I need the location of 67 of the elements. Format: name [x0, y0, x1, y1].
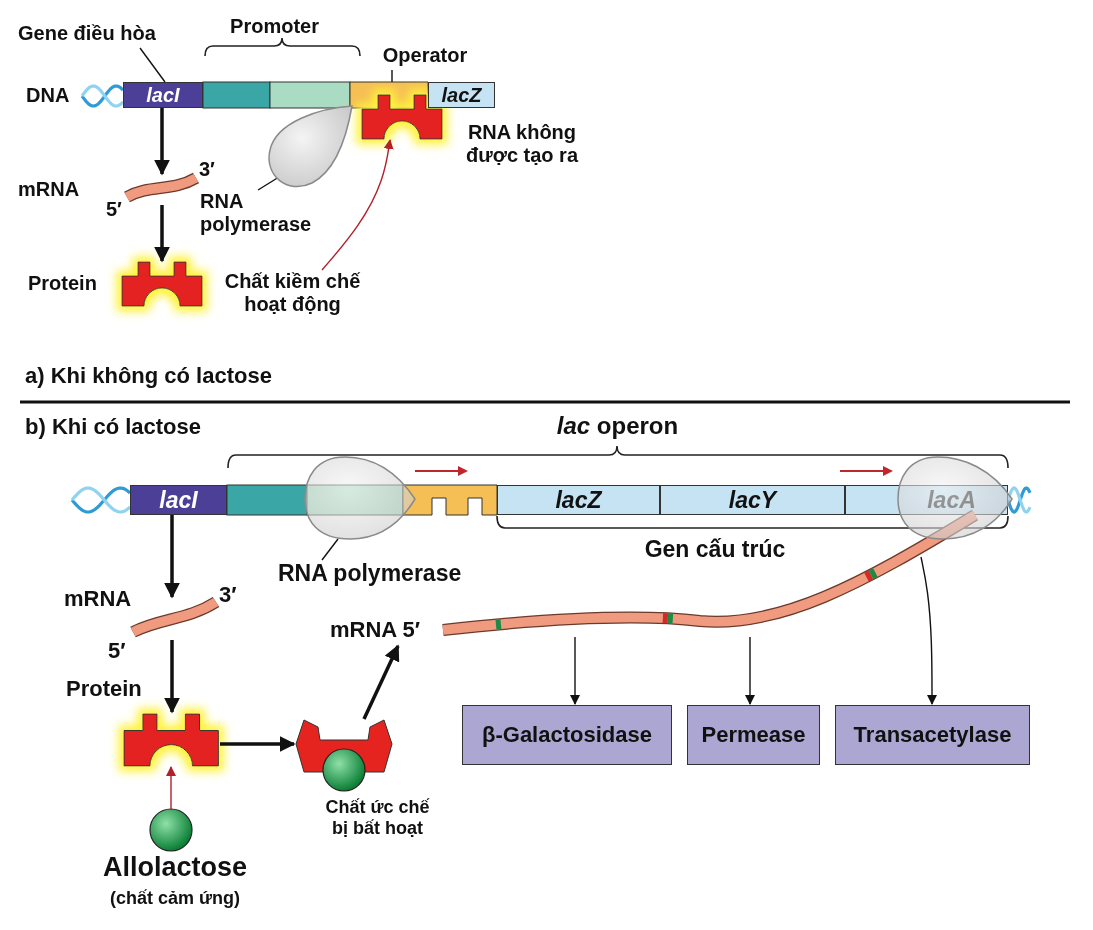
bracket-label: Promoter	[229, 15, 320, 38]
leader-line	[321, 538, 339, 561]
arrow	[920, 556, 937, 705]
end-label: 3′	[199, 158, 216, 181]
gene-name: lacI	[146, 83, 180, 107]
end-label: 5′	[108, 638, 127, 664]
panel-title: a) Khi không có lactose	[25, 363, 273, 389]
arrow	[154, 205, 170, 263]
repressor-protein	[123, 713, 219, 767]
molecule-label: mRNA	[64, 586, 133, 612]
arrow	[166, 766, 176, 810]
molecule-label: Chất ức chế bị bất hoạt	[324, 797, 431, 839]
promoter-segment	[269, 81, 351, 109]
molecule-note: (chất cảm ứng)	[108, 888, 242, 909]
arrow	[154, 108, 170, 176]
molecule-label: mRNA	[18, 178, 81, 201]
end-label: 3′	[219, 582, 238, 608]
operator-segment	[402, 484, 498, 516]
protein-box: Transacetylase	[835, 705, 1030, 765]
inactive-repressor-drawing	[295, 719, 393, 792]
arrow	[220, 736, 296, 752]
allolactose-molecule	[149, 808, 193, 852]
arrow	[570, 636, 580, 705]
leader-line	[139, 47, 166, 83]
gene-segment	[845, 485, 1008, 515]
molecule-label: Protein	[28, 272, 98, 295]
promoter-segment	[202, 81, 271, 109]
bracket-label: Gen cấu trúc	[643, 536, 787, 563]
gene-segment	[660, 485, 845, 515]
callout-text: Operator	[372, 44, 478, 70]
callout-text: RNA polymerase	[278, 560, 498, 592]
molecule-label: Protein	[66, 676, 143, 702]
arrow	[164, 640, 180, 714]
rna-polymerase-blob	[897, 456, 1013, 540]
leader-line	[391, 69, 393, 83]
gene-segment	[497, 485, 660, 515]
arrow	[164, 515, 180, 599]
gene-name: lacA	[926, 486, 976, 514]
rna-polymerase-blob	[268, 105, 353, 188]
rna-polymerase-blob	[304, 456, 416, 540]
repressor-protein	[361, 94, 443, 140]
arrow	[321, 139, 394, 271]
panel-title: b) Khi có lactose	[25, 414, 203, 440]
arrow	[745, 636, 755, 705]
note-text: RNA không được tạo ra	[464, 121, 580, 167]
gene-segment	[428, 82, 495, 108]
callout-text: RNA polymerase	[200, 190, 335, 238]
molecule-label: Allolactose	[101, 852, 248, 884]
molecule-label: DNA	[26, 84, 71, 107]
callout-text: Gene điều hòa	[18, 22, 188, 48]
promoter-segment	[226, 484, 308, 516]
callout-text: mRNA 5′	[330, 617, 442, 645]
gene-name: lacI	[159, 486, 198, 514]
protein-box: Permease	[687, 705, 820, 765]
gene-name: lacZ	[555, 486, 602, 514]
gene-segment	[130, 485, 227, 515]
gene-name: lacY	[728, 486, 777, 514]
gene-segment	[123, 82, 203, 108]
end-label: 5′	[106, 198, 123, 221]
mrna-strand	[124, 172, 199, 203]
protein-box: β-Galactosidase	[462, 705, 672, 765]
bracket-label: lac operon	[555, 412, 680, 440]
callout-text: Chất kiềm chế hoạt động	[210, 270, 375, 322]
arrow	[362, 644, 400, 720]
repressor-protein	[121, 261, 203, 307]
gene-name: lacZ	[441, 83, 482, 107]
mrna-strand	[130, 596, 220, 638]
